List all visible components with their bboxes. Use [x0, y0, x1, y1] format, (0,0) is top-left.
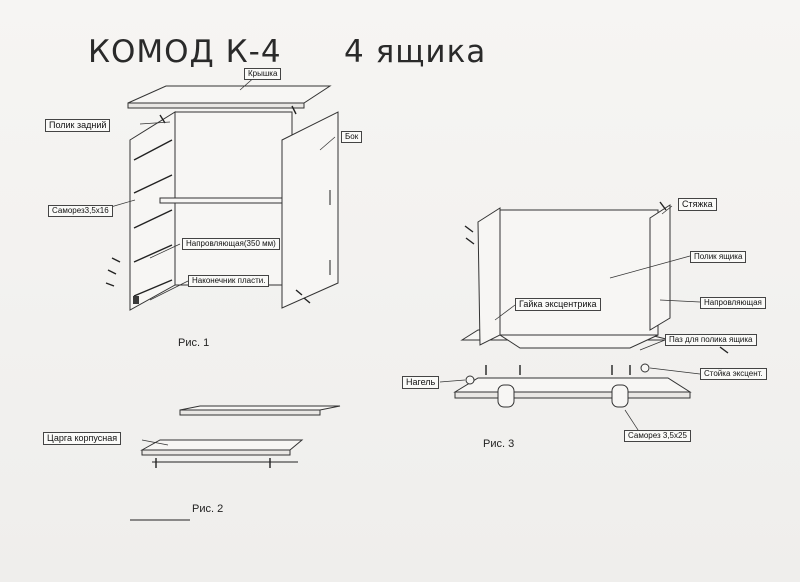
drawer-count-title: 4 ящика [344, 34, 487, 70]
label-paz: Паз для полика ящика [665, 334, 757, 346]
label-napravlyayushchaya: Напровляющая [700, 297, 766, 309]
label-polik-zadniy: Полик задний [45, 119, 111, 132]
left-side-panel [129, 111, 176, 311]
drawer-left-side [477, 207, 501, 346]
fig1-caption: Рис. 1 [178, 337, 210, 349]
label-samorez-16: Саморез3,5х16 [48, 205, 113, 217]
label-nagel: Нагель [402, 376, 440, 389]
tsarga-rail [140, 439, 304, 451]
label-gayka: Гайка эксцентрика [515, 298, 601, 311]
label-polik-yashchika: Полик ящика [690, 251, 747, 263]
fig3-drawing [439, 201, 729, 434]
label-bok: Бок [341, 131, 363, 143]
page-title: КОМОД К-4 [88, 34, 282, 70]
right-side-panel [281, 111, 339, 309]
inner-shelf [159, 197, 283, 204]
label-stoyka: Стойка эксцент. [700, 368, 767, 380]
fig2-drawing [130, 405, 341, 521]
upper-rail [179, 405, 341, 411]
fig2-caption: Рис. 2 [192, 503, 224, 515]
drawer-back-panel [499, 209, 659, 336]
label-tsarga: Царга корпусная [43, 432, 122, 445]
drawer-front-panel [453, 377, 692, 393]
drawer-right-side [649, 204, 671, 331]
label-napravlyayushchaya-350: Напровляющая(350 мм) [182, 238, 280, 250]
label-kryshka: Крышка [244, 68, 282, 80]
top-panel-edge [127, 102, 305, 109]
top-panel [127, 85, 332, 104]
fig3-caption: Рис. 3 [483, 438, 515, 450]
label-samorez-25: Саморез 3,5х25 [624, 430, 691, 442]
label-nakonechnik: Наконечник пласти. [188, 275, 270, 287]
label-styazhka: Стяжка [678, 198, 717, 211]
